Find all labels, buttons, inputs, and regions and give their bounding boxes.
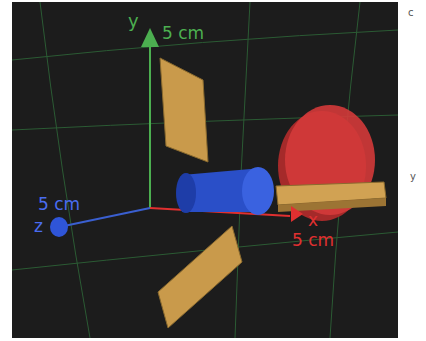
x-arrowhead bbox=[291, 206, 303, 222]
axis-letter: y bbox=[128, 12, 139, 30]
cone-tip bbox=[176, 173, 196, 213]
dimension-label: 5 cm bbox=[292, 232, 334, 249]
dimension-label: 5 cm bbox=[162, 25, 204, 42]
dimension-label: 5 cm bbox=[38, 196, 80, 213]
margin-fragment: c bbox=[408, 8, 414, 18]
axis-letter: x bbox=[308, 212, 318, 229]
grid-lines bbox=[12, 2, 398, 338]
cone-base bbox=[242, 167, 274, 215]
axis-letter: z bbox=[34, 218, 43, 235]
viewport-ground bbox=[12, 2, 398, 338]
fin bbox=[160, 58, 208, 162]
margin-fragment: y bbox=[410, 172, 416, 182]
y-axis bbox=[149, 46, 151, 208]
z-arrowhead bbox=[50, 217, 68, 237]
fin bbox=[158, 226, 242, 328]
y-arrowhead bbox=[141, 28, 159, 47]
